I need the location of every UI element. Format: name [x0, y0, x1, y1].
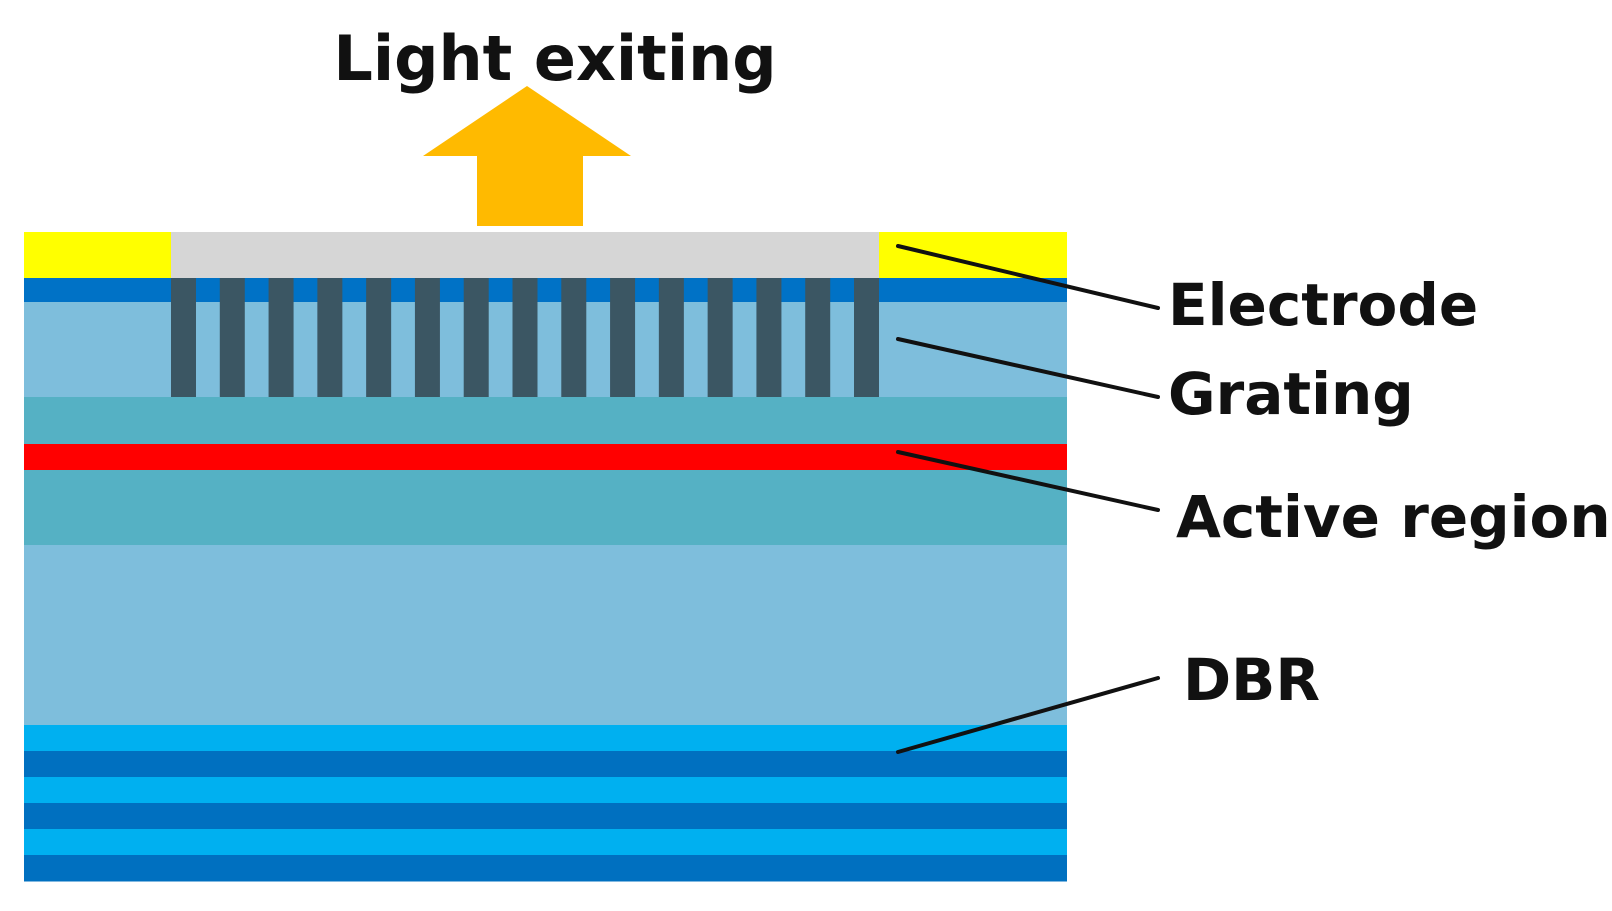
electrode-leader-line [896, 244, 1160, 310]
upper-cladding-layer [24, 302, 1067, 397]
grating-label: Grating [1168, 360, 1414, 428]
grating-tooth [854, 278, 879, 397]
light-exit-arrow [423, 86, 631, 226]
grating-tooth [317, 278, 343, 397]
dbr-layer [24, 829, 1067, 856]
grating-tooth [805, 278, 831, 397]
lower-cladding-layer [24, 545, 1067, 725]
grating [171, 278, 879, 397]
grating-tooth [610, 278, 636, 397]
waveguide-layer-lower [24, 470, 1067, 545]
grating-tooth [171, 278, 196, 397]
dbr-leader-line [896, 676, 1160, 754]
active-region-leader-line [896, 450, 1160, 512]
light-exiting-label: Light exiting [333, 22, 776, 95]
dbr-layer [24, 725, 1067, 752]
electrode-pad-left [24, 232, 171, 278]
grating-tooth [268, 278, 294, 397]
electrode-pad-right [879, 232, 1067, 278]
dbr-layer [24, 777, 1067, 804]
dbr-layer [24, 751, 1067, 778]
grating-tooth [219, 278, 245, 397]
active-region-label: Active region [1176, 483, 1611, 551]
grating-leader-line [896, 337, 1160, 399]
grating-tooth [414, 278, 440, 397]
grating-tooth [561, 278, 587, 397]
dbr-mirror [24, 725, 1067, 882]
contact-layer [24, 278, 1067, 302]
emission-window [171, 232, 879, 278]
leader-lines [896, 244, 1160, 754]
electrode-label: Electrode [1168, 271, 1478, 339]
grating-tooth [707, 278, 733, 397]
dbr-layer [24, 855, 1067, 882]
active-region-layer [24, 444, 1067, 470]
dbr-layer [24, 803, 1067, 830]
grating-tooth [756, 278, 782, 397]
device-layer-stack [24, 232, 1067, 882]
grating-tooth [463, 278, 489, 397]
waveguide-layer-upper [24, 397, 1067, 444]
grating-tooth [366, 278, 392, 397]
dbr-label: DBR [1183, 646, 1320, 714]
grating-tooth [512, 278, 538, 397]
grating-tooth [658, 278, 684, 397]
